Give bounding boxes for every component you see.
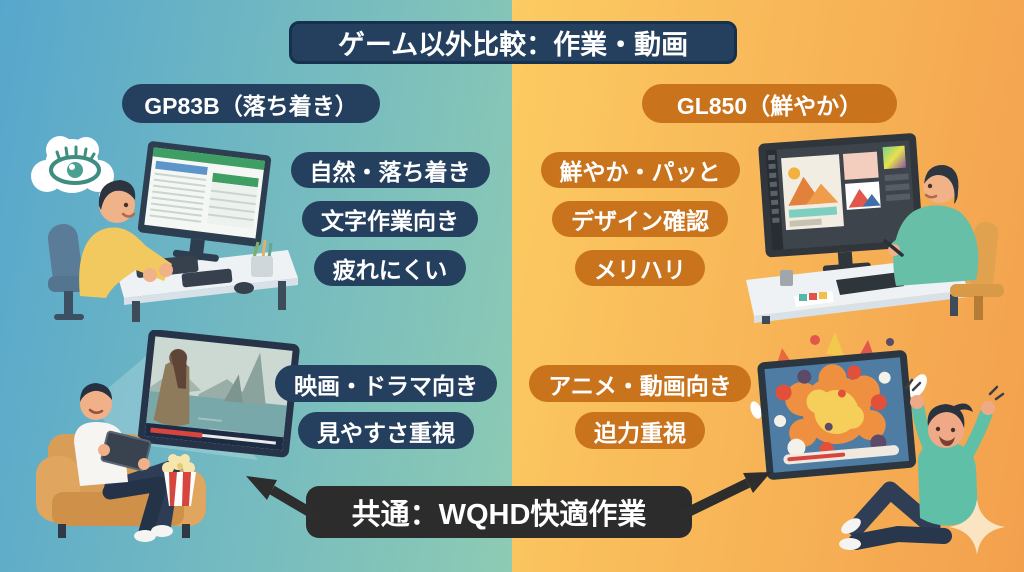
feature-pill: デザイン確認 bbox=[552, 201, 728, 237]
explosion bbox=[774, 364, 891, 457]
feature-pill: アニメ・動画向き bbox=[529, 365, 751, 402]
person-excited bbox=[839, 378, 1005, 550]
tv-movie bbox=[137, 330, 300, 458]
right-video-feature-list: アニメ・動画向き 迫力重視 bbox=[526, 365, 754, 449]
illustration-office-worker-calm bbox=[31, 136, 298, 322]
person-typing bbox=[79, 180, 173, 298]
left-model-header: GP83B（落ち着き） bbox=[122, 84, 380, 123]
left-work-feature-list: 自然・落ち着き 文字作業向き 疲れにくい bbox=[283, 152, 497, 286]
illustration-movie-viewer bbox=[36, 330, 300, 542]
sparkle-icon bbox=[949, 499, 1005, 555]
feature-pill: 疲れにくい bbox=[313, 250, 467, 286]
color-swatch-card bbox=[794, 291, 834, 307]
feature-pill: メリハリ bbox=[575, 250, 705, 286]
mouse bbox=[234, 282, 254, 294]
drawing-tablet bbox=[836, 272, 904, 295]
right-model-header: GL850（鮮やか） bbox=[642, 84, 897, 123]
feature-pill: 迫力重視 bbox=[575, 412, 705, 449]
page-title: ゲーム以外比較：作業・動画 bbox=[289, 21, 737, 64]
monitor-design-app bbox=[758, 133, 924, 273]
eye-lashes bbox=[55, 145, 96, 161]
footer-common-banner: 共通：WQHD快適作業 bbox=[306, 486, 692, 538]
right-work-feature-list: 鮮やか・パッと デザイン確認 メリハリ bbox=[526, 152, 754, 286]
feature-pill: 見やすさ重視 bbox=[298, 412, 474, 449]
illustration-excited-viewer bbox=[750, 332, 1005, 555]
feature-pill: 鮮やか・パッと bbox=[540, 152, 740, 188]
monitor-spreadsheet bbox=[137, 141, 272, 262]
feature-pill: 映画・ドラマ向き bbox=[275, 365, 497, 402]
excitement-marks bbox=[904, 378, 1005, 401]
tv-action bbox=[757, 350, 917, 480]
cup bbox=[780, 270, 793, 286]
feature-pill: 文字作業向き bbox=[302, 201, 478, 237]
illustration-designer-vivid bbox=[746, 133, 1004, 324]
person-drawing bbox=[883, 164, 979, 286]
left-video-feature-list: 映画・ドラマ向き 見やすさ重視 bbox=[270, 365, 502, 449]
thought-bubble bbox=[31, 136, 119, 212]
popcorn-bucket bbox=[162, 454, 196, 506]
pen-cup bbox=[251, 239, 273, 277]
feature-pill: 自然・落ち着き bbox=[290, 152, 490, 188]
